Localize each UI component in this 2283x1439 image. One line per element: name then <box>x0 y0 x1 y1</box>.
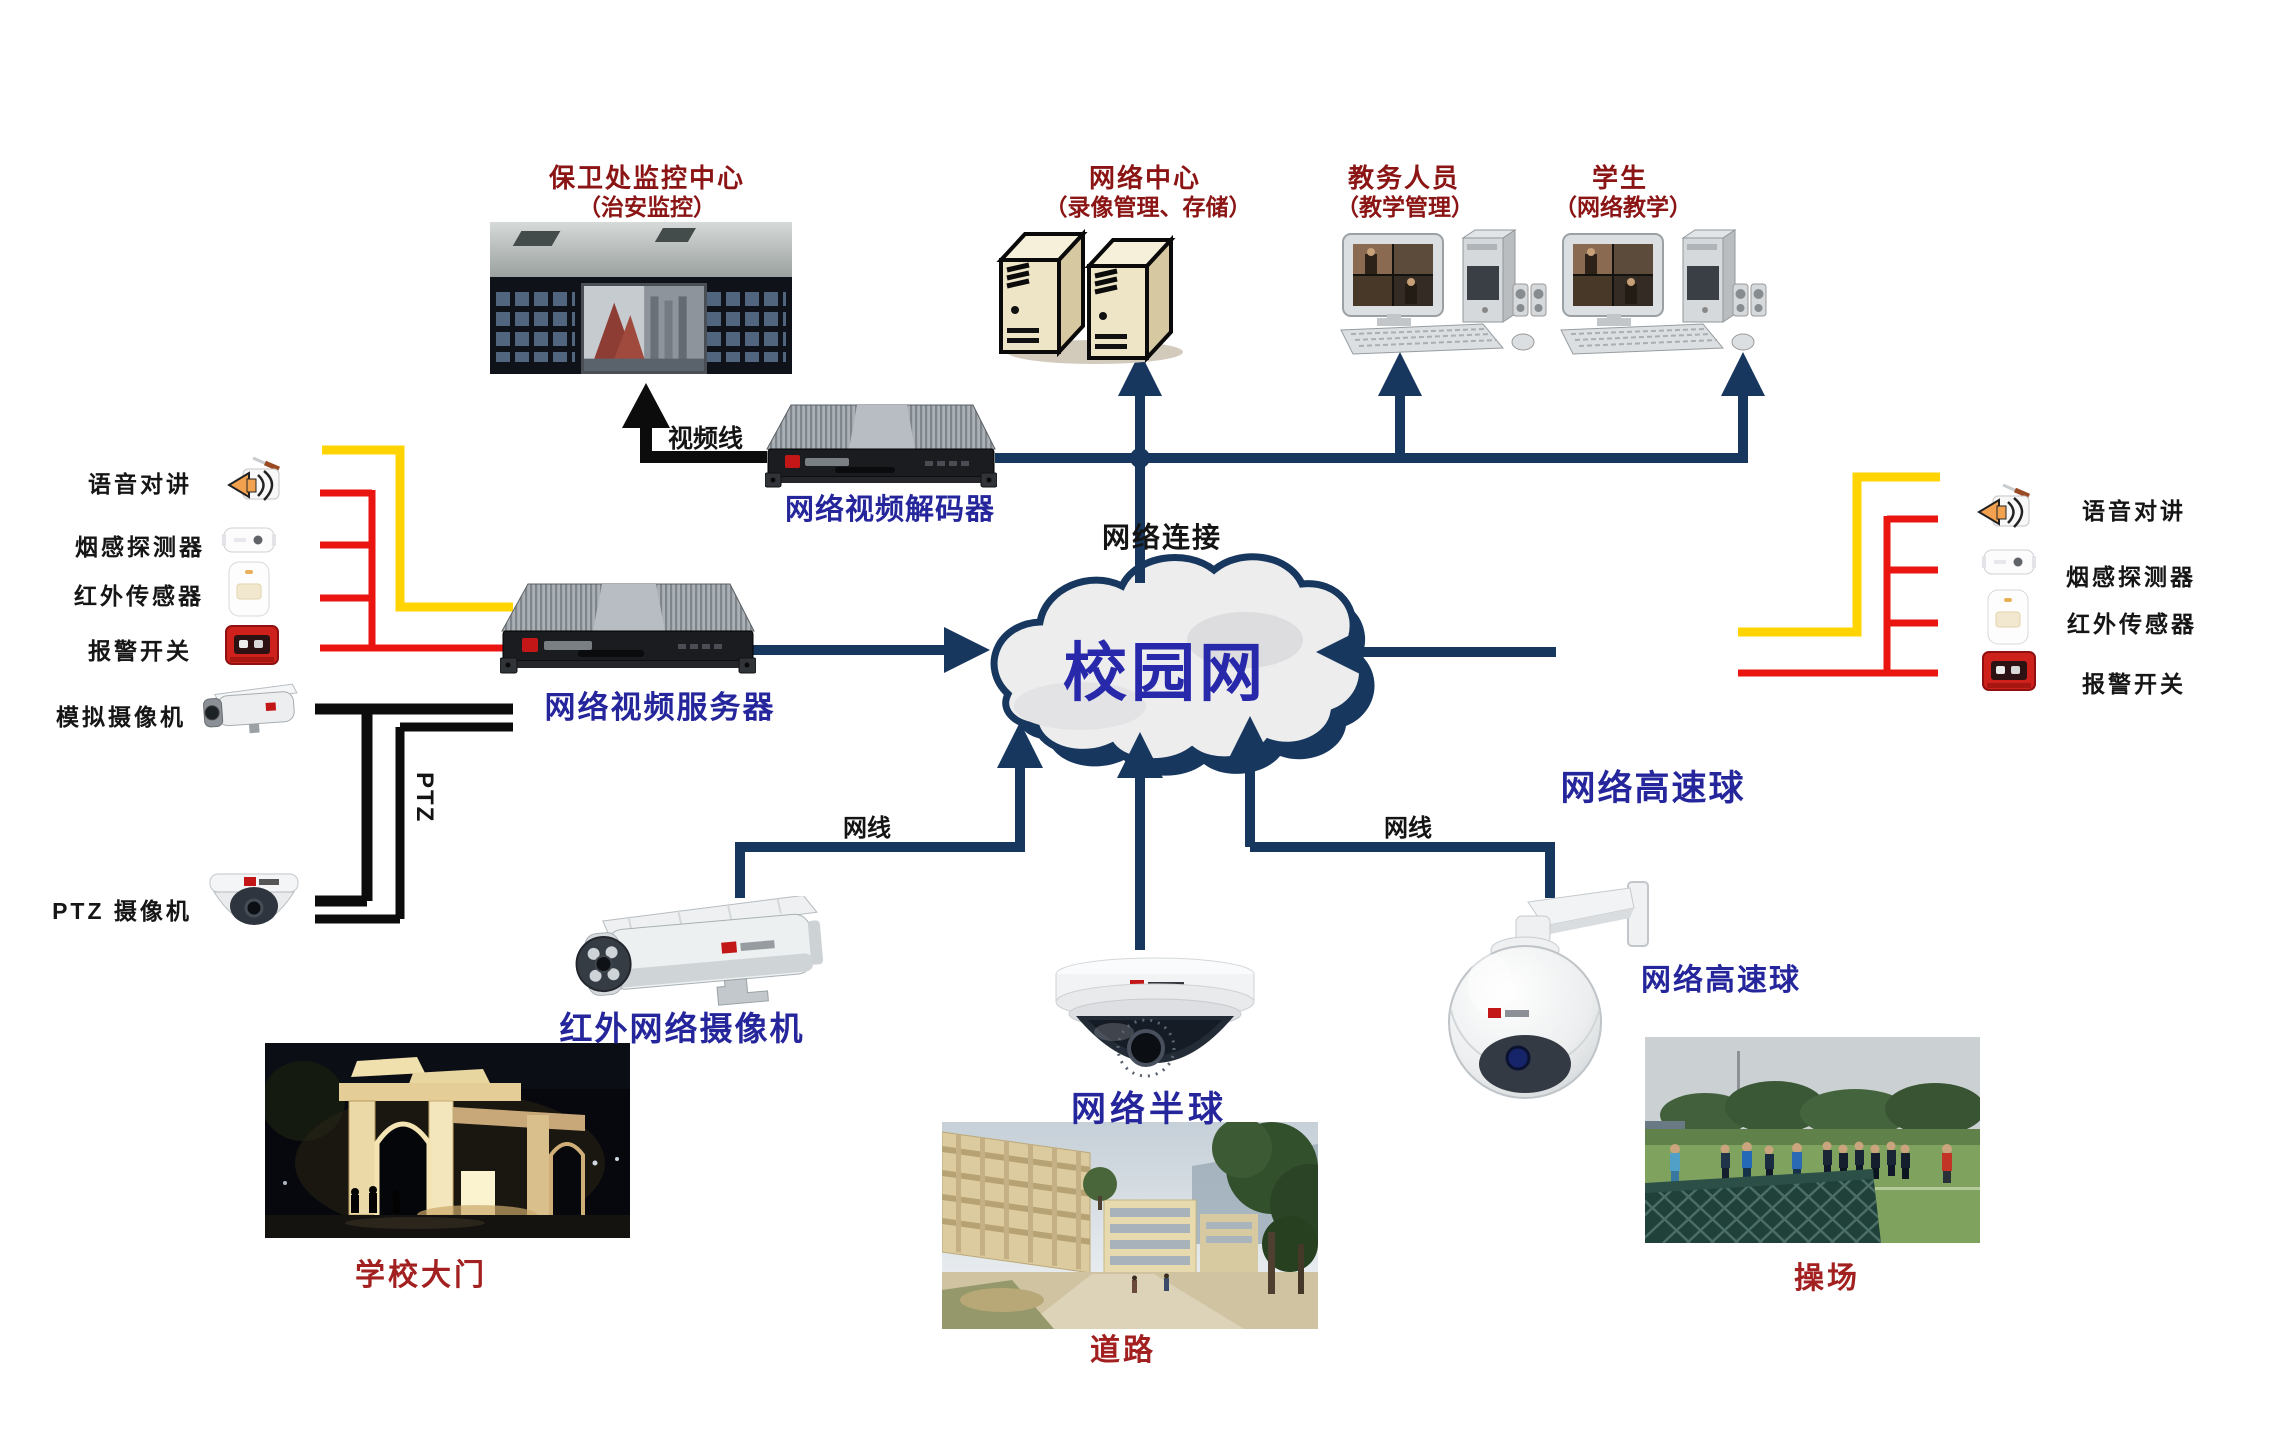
video-line-label: 视频线 <box>668 425 744 453</box>
sensor-label-intercom-right: 语音对讲 <box>2082 498 2186 524</box>
student-title: 学生 <box>1591 163 1649 193</box>
security-center-subtitle: （治安监控） <box>578 194 716 220</box>
staff-subtitle: （教学管理） <box>1336 194 1474 220</box>
alarm-switch-icon <box>225 625 279 665</box>
sensor-label-pir-left: 红外传感器 <box>74 583 204 609</box>
decoder-device-image <box>765 404 997 488</box>
sensor-label-ptz-camera: PTZ 摄像机 <box>52 898 192 924</box>
road-caption: 道路 <box>1090 1334 1156 1367</box>
network-link-label: 网络连接 <box>1102 522 1223 553</box>
smoke-detector-icon-right <box>1982 549 2036 575</box>
network-lines <box>735 392 1748 950</box>
monitor-wall-image <box>490 222 792 374</box>
sensor-label-intercom-left: 语音对讲 <box>88 471 192 497</box>
network-dome-label: 网络半球 <box>1070 1090 1228 1129</box>
student-subtitle: （网络教学） <box>1554 194 1692 220</box>
ir-bullet-camera-icon <box>575 896 824 1006</box>
speed-dome-label-upper: 网络高速球 <box>1560 769 1746 808</box>
staff-title: 教务人员 <box>1347 163 1461 193</box>
network-dome-camera-icon <box>1055 957 1255 1078</box>
pir-sensor-icon-right <box>1987 589 2029 645</box>
server-towers-image <box>996 228 1183 364</box>
ptz-wire-label: PTZ <box>411 772 438 824</box>
analog-camera-icon <box>203 683 298 734</box>
sensor-label-alarm-right: 报警开关 <box>2082 671 2186 697</box>
video-server-label: 网络视频服务器 <box>544 690 776 725</box>
security-center-title: 保卫处监控中心 <box>548 163 746 193</box>
sensor-label-pir-right: 红外传感器 <box>2067 611 2197 637</box>
playground-photo <box>1645 1037 1980 1243</box>
sensor-label-analog-camera: 模拟摄像机 <box>56 704 186 730</box>
speed-dome-label-lower: 网络高速球 <box>1641 964 1801 997</box>
campus-network-cloud <box>990 553 1375 776</box>
ir-camera-label: 红外网络摄像机 <box>559 1010 805 1047</box>
student-computer-image <box>1560 229 1767 355</box>
video-server-device-image <box>500 583 756 674</box>
campus-network-label: 校园网 <box>1063 637 1267 709</box>
pir-sensor-icon <box>228 561 270 617</box>
camera-wires <box>315 703 513 924</box>
ptz-dome-camera-icon <box>209 873 299 925</box>
network-center-subtitle: （录像管理、存储） <box>1044 194 1252 220</box>
audio-wires <box>322 445 1940 637</box>
gate-caption: 学校大门 <box>355 1259 487 1292</box>
video-line <box>622 383 767 463</box>
speed-dome-camera-icon <box>1448 881 1649 1099</box>
staff-computer-image <box>1340 229 1547 355</box>
lan-cable-label-left: 网线 <box>843 815 891 842</box>
network-arrowheads <box>944 352 1765 778</box>
sensor-label-smoke-left: 烟感探测器 <box>75 534 205 560</box>
sensor-label-alarm-left: 报警开关 <box>88 638 192 664</box>
alarm-switch-icon-right <box>1982 651 2036 691</box>
smoke-detector-icon <box>222 527 276 553</box>
intercom-icon-right <box>1977 483 2030 528</box>
gate-photo <box>265 1043 630 1238</box>
intercom-icon <box>227 456 280 501</box>
alarm-wires <box>320 489 1938 677</box>
people-silhouettes <box>1670 1141 1952 1183</box>
decoder-label: 网络视频解码器 <box>784 494 996 526</box>
playground-caption: 操场 <box>1794 1262 1860 1295</box>
road-photo <box>942 1122 1318 1329</box>
network-center-title: 网络中心 <box>1088 163 1202 193</box>
lan-cable-label-right: 网线 <box>1384 815 1432 842</box>
sensor-label-smoke-right: 烟感探测器 <box>2066 564 2196 590</box>
